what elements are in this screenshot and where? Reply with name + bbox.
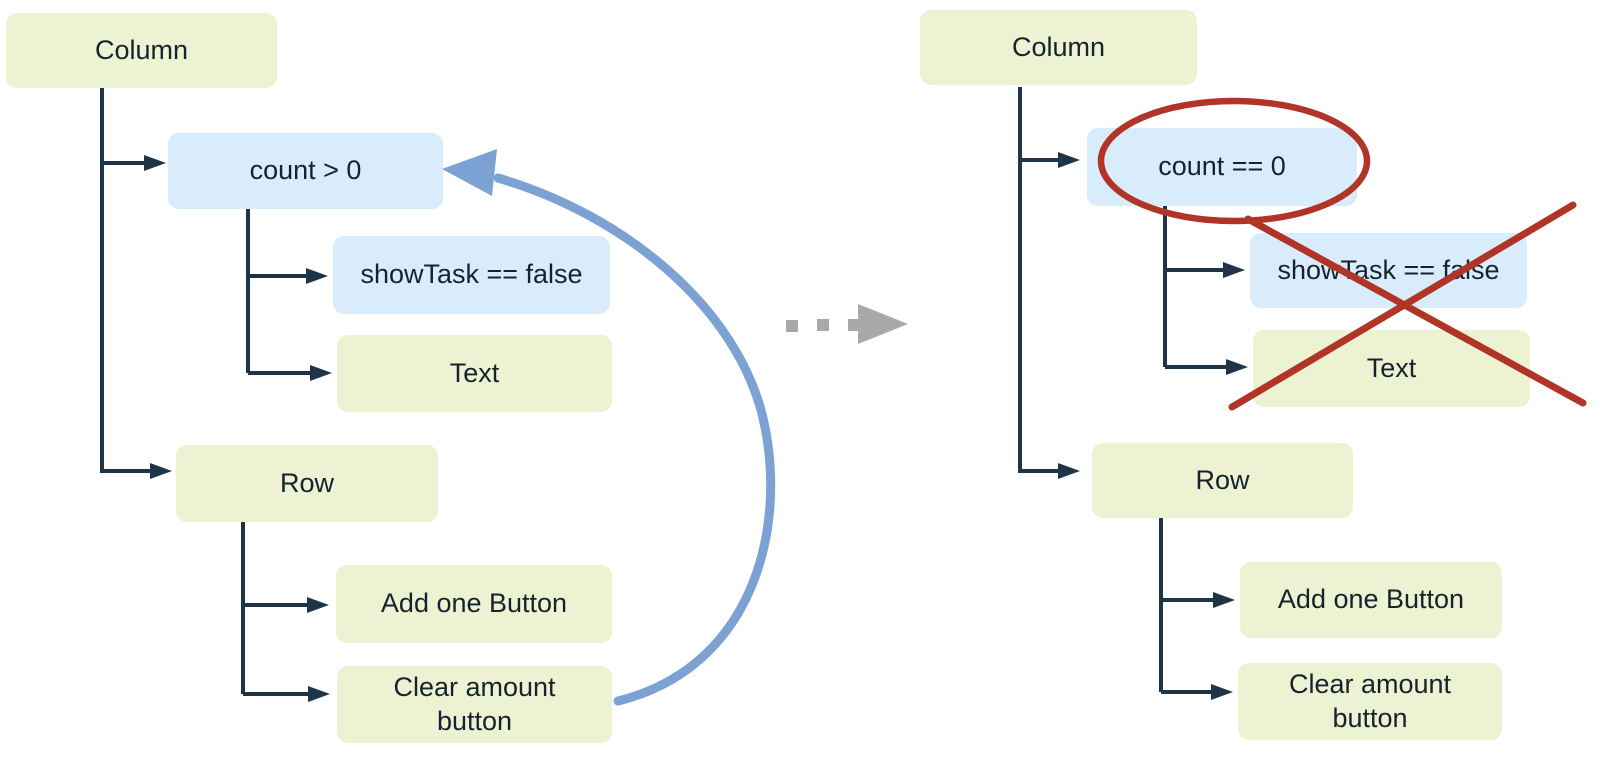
right-arrow-to-count-icon [1058,152,1080,168]
left-node-count-condition-label: count > 0 [249,155,362,186]
right-node-add-one-button: Add one Button [1240,562,1502,638]
right-arrow-to-addone-icon [1213,592,1235,608]
left-trunk-line [100,88,150,473]
right-trunk-line [1018,87,1058,473]
left-node-showtask-condition-label: showTask == false [360,259,583,290]
left-node-add-one-button: Add one Button [336,565,612,643]
right-arrow-to-row-icon [1058,463,1080,479]
right-node-add-one-button-label: Add one Button [1277,584,1465,615]
right-node-showtask-condition-label: showTask == false [1277,254,1500,285]
left-arrow-to-clear-icon [308,686,330,702]
right-node-row-label: Row [1195,464,1250,495]
left-node-count-condition: count > 0 [168,133,443,209]
right-node-text: Text [1253,330,1530,407]
left-node-row: Row [176,445,438,522]
right-node-clear-amount-button-label: Clear amount button [1288,668,1452,733]
right-node-count-condition-label: count == 0 [1158,151,1286,182]
right-node-column-label: Column [1011,31,1106,62]
left-arrow-to-showtask-icon [306,268,328,284]
right-node-column: Column [920,10,1197,85]
left-node-row-label: Row [279,467,334,498]
right-node-text-label: Text [1366,352,1417,383]
left-arrow-to-addone-icon [307,597,329,613]
left-node-clear-amount-button-label: Clear amount button [393,671,556,736]
left-node-text: Text [337,335,612,412]
left-arrow-to-row-icon [150,463,172,479]
right-node-clear-amount-button: Clear amount button [1238,663,1502,740]
left-node-add-one-button-label: Add one Button [380,588,568,619]
left-arrow-to-text-icon [310,365,332,381]
left-arrow-to-count-icon [144,155,166,171]
right-node-count-condition: count == 0 [1087,128,1357,206]
left-node-clear-amount-button: Clear amount button [337,666,612,743]
right-node-showtask-condition: showTask == false [1250,233,1527,308]
left-node-showtask-condition: showTask == false [333,236,610,314]
right-arrow-to-clear-icon [1211,684,1233,700]
right-arrow-to-showtask-icon [1223,262,1245,278]
left-tree-connectors [100,88,332,702]
left-node-column-label: Column [94,34,189,65]
left-node-text-label: Text [449,357,500,388]
left-node-column: Column [6,13,277,88]
right-arrow-to-text-icon [1226,359,1248,375]
right-node-row: Row [1092,443,1353,518]
